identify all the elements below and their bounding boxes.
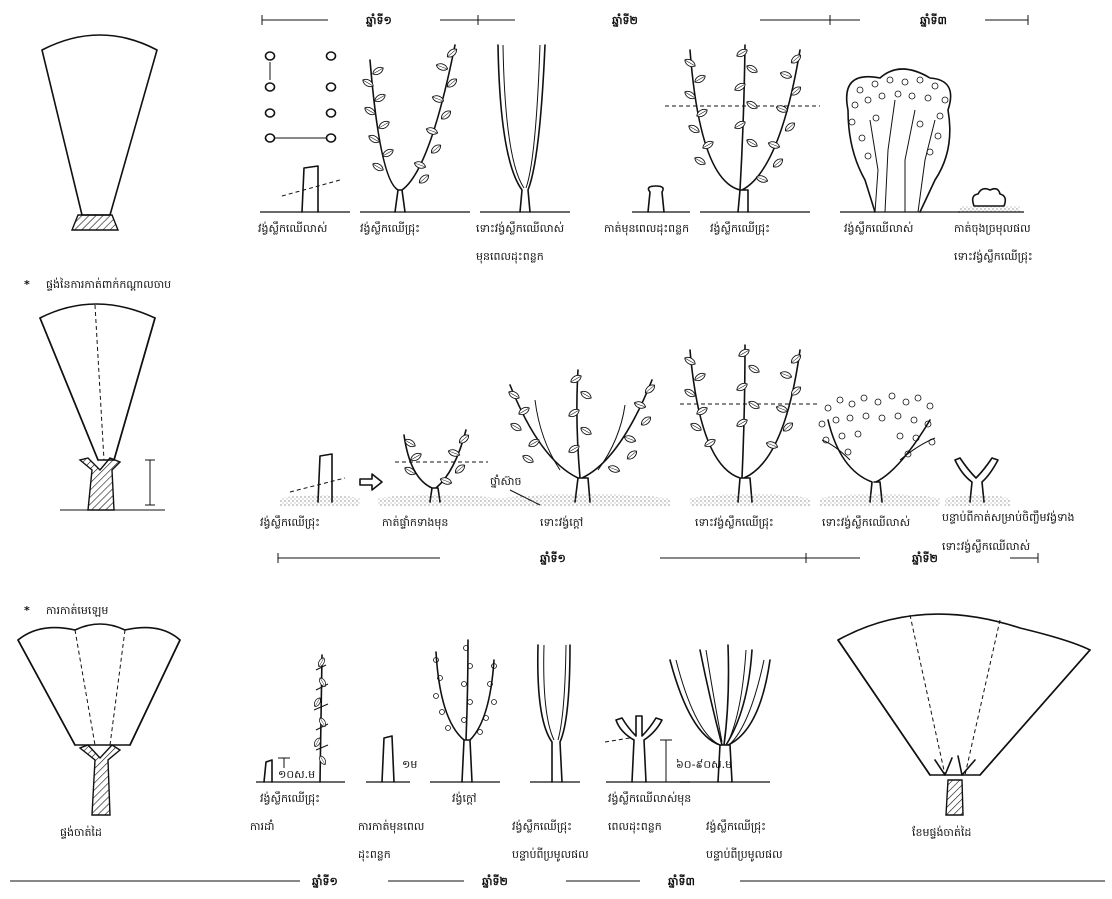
row3-pruned-y [605,716,690,782]
row3-year-1: ឆ្នាំទី១ [312,874,338,888]
row3-measure-2: ១ម [402,758,417,771]
row1-label-8: កាត់ចុងច្រមុលផល [954,221,1031,236]
row3-measure-1: ១០ស.ម [278,768,315,781]
row1-label-5: កាត់មុនពេលដុះពន្លក [604,221,689,236]
row3-label-1: វង្វ់ស្លឹកឈើជ្រុះ [260,791,320,806]
star-mark-2: * [24,604,30,617]
row2-annotation: ថ្នាំស៊ាច [490,474,521,488]
star-mark: * [24,278,30,291]
row2-year-2: ឆ្នាំទី២ [912,551,938,565]
row1-year-3: ឆ្នាំទី៣ [920,13,947,27]
row3-label-10: វង្វ់ស្លឹកឈើជ្រុះ [706,819,766,834]
row1-label-7: វង្វ់ស្លឹកឈើលាស់ [844,221,913,235]
row3-measure-3: ៦០-៩០ស.ម [676,758,732,771]
tree-v-bare-1 [480,45,570,212]
row2-wide-leafy [500,370,670,506]
row1-label-2: វង្វ់ស្លឹកឈើជ្រុះ [360,221,420,236]
row3-label-6: វង្វ់ស្លឹកឈើជ្រុះ [512,819,572,834]
row3-year-2: ឆ្នាំទី២ [482,874,508,888]
side-note-1: ផ្ទង់នៃការកាត់ពាក់កណ្តាលចាប [46,277,171,291]
row2-small-v [378,430,500,506]
row2-label-7: ទោះវង្វ់ស្លឹកឈើលាស់ [942,539,1030,553]
row3-tall-whip [256,655,345,782]
row1-year-2: ឆ្នាំទី២ [612,13,638,27]
row3-label-3: ការកាត់មុនពេល [358,819,424,834]
row2-label-2: កាត់ផ្ទាំកទាងមុន [382,515,448,530]
tree-v-leafy-1 [360,45,470,212]
row1-label-1: វង្វ់ស្លឹកឈើលាស់ [258,221,327,235]
tree-bushy-1 [840,69,960,212]
row3-label-7: បន្ទាប់ពីប្រមូលផល [512,847,589,862]
row1-year-1: ឆ្នាំទី១ [366,13,392,27]
fan-sketch-4 [838,614,1090,815]
row3-year-3: ឆ្នាំទី៣ [668,874,695,888]
row3-label-8: វង្វ់ស្លឹកឈើលាស់មុន [608,791,691,806]
row2-label-5: ទោះវង្វ់ស្លឹកឈើលាស់ [822,515,910,529]
stump-1 [260,166,350,212]
spacing-circles [266,52,336,142]
row3-label-11: បន្ទាប់ពីប្រមូលផល [706,847,783,862]
arrow-right [360,474,382,490]
row3-label-5: វង្វ់ក្តៅ [452,791,476,805]
row3-label-9: ពេលដុះពន្លក [608,820,662,834]
row1-label-9: ទោះវង្វ់ស្លឹកឈើជ្រុះ [954,249,1033,264]
row2-label-4: ទោះវង្វ់ស្លឹកឈើជ្រុះ [695,515,774,530]
row2-year-1: ឆ្នាំទី១ [540,551,566,565]
row2-stump [280,454,360,506]
row3-label-4: ដុះពន្លក [358,848,391,862]
fan-sketch-3 [18,624,180,815]
row2-label-1: វង្វ់ស្លឹកឈើជ្រុះ [260,515,320,530]
row1-label-4: មុនពេលដុះពន្លក [476,250,544,264]
row1-label-6: វង្វ់ស្លឹកឈើជ្រុះ [710,221,770,236]
fan-sketch-1 [42,35,157,230]
row2-label-3: ទោះវង្វ់ក្តៅ [540,515,583,529]
tree-three-leafy-1 [665,45,820,212]
row2-y-stub [945,458,1010,506]
fan-sketch-2 [40,304,165,510]
row2-three-leafy [680,345,820,506]
row3-bushy-young [430,640,500,782]
row2-label-6: បន្ទាប់ពីកាត់សម្រាប់ចិញ្ចឹមវង្វ់ទាង [942,510,1074,524]
row3-bare-v [530,645,580,782]
side-caption-2: ខែមផ្ទង់ចាត់ដៃ [912,825,971,839]
stump-2 [632,186,690,212]
side-note-2: ការកាត់មេឡេម [46,603,108,617]
stump-3 [958,189,1024,212]
row2-bushy [819,393,940,506]
row3-label-2: ការដាំ [250,819,274,833]
row1-label-3: ទោះវង្វ់ស្លឹកឈើលាស់ [476,221,564,235]
side-caption-1: ផ្ទង់ចាត់ដៃ [60,825,102,839]
